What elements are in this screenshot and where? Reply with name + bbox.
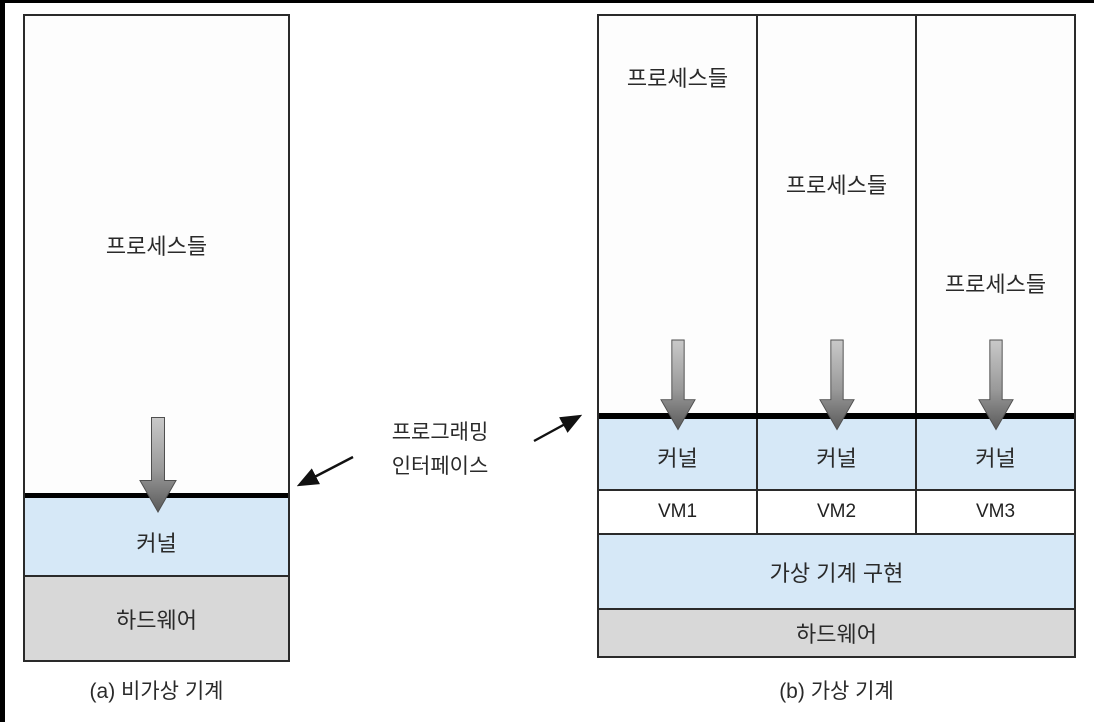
processes-area: 프로세스들 xyxy=(25,16,288,493)
annotation-arrows xyxy=(296,414,583,487)
annotation-arrow-right-icon xyxy=(533,414,583,443)
programming-interface-label-line2: 인터페이스 xyxy=(391,455,489,478)
vm2-label: VM2 xyxy=(756,491,915,533)
processes-label: 프로세스들 xyxy=(105,234,208,259)
virtual-machine-implementation-band: 가상 기계 구현 xyxy=(599,533,1074,608)
vm1-label: VM1 xyxy=(657,501,698,522)
hardware-band: 하드웨어 xyxy=(599,608,1074,656)
hardware-band: 하드웨어 xyxy=(25,577,288,660)
down-arrow-icon xyxy=(977,339,1014,431)
processes-label: 프로세스들 xyxy=(944,272,1047,297)
down-arrow-icon xyxy=(818,339,855,431)
vm3-label: VM3 xyxy=(915,491,1074,533)
kernel-band: 커널 xyxy=(599,419,756,489)
page-left-border xyxy=(0,0,5,722)
vm-labels-row: VM1 VM2 VM3 xyxy=(599,491,1074,533)
down-arrow-icon xyxy=(139,417,177,513)
kernel-band: 커널 xyxy=(756,419,915,489)
kernel-band: 커널 xyxy=(915,419,1074,489)
kernel-band: 커널 xyxy=(25,498,288,577)
vm1-column: 프로세스들 xyxy=(599,16,756,431)
vm-processes-row: 프로세스들 프로세스들 프로세스들 xyxy=(599,16,1074,431)
non-virtual-machine-diagram: 프로세스들 커널 하드웨어 xyxy=(23,14,290,662)
vm3-column: 프로세스들 xyxy=(915,16,1074,431)
processes-label: 프로세스들 xyxy=(626,66,729,91)
programming-interface-label-line1: 프로그래밍 xyxy=(391,421,489,444)
vm2-column: 프로세스들 xyxy=(756,16,915,431)
caption-non-virtual-machine: (a) 비가상 기계 xyxy=(89,680,224,703)
page-top-border xyxy=(0,0,1094,3)
programming-interface-label: 프로그래밍 인터페이스 xyxy=(340,416,540,484)
vm-kernels-row: 커널 커널 커널 xyxy=(599,419,1074,491)
caption-virtual-machine: (b) 가상 기계 xyxy=(779,680,894,703)
processes-label: 프로세스들 xyxy=(785,173,888,198)
annotation-arrow-left-icon xyxy=(296,455,354,487)
down-arrow-icon xyxy=(659,339,696,431)
virtual-machine-diagram: 프로세스들 프로세스들 프로세스들 커널 커널 커널 VM1 VM2 VM3 가… xyxy=(597,14,1076,658)
